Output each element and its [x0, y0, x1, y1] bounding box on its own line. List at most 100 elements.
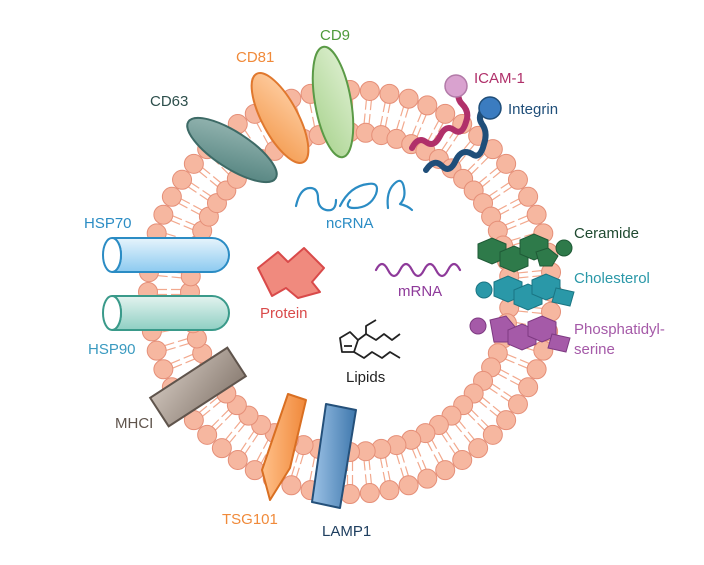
lipid-tail	[496, 368, 523, 387]
lipid-head-bead	[496, 153, 517, 174]
tsg101-protein	[261, 393, 307, 501]
cd81-label: CD81	[236, 49, 274, 66]
lipid-head-bead	[435, 460, 456, 481]
lipid-tail	[379, 101, 391, 128]
lipid-tail	[363, 458, 373, 486]
lipid-tail	[477, 396, 502, 418]
lipid-head-bead	[526, 359, 547, 380]
mrna-wave	[374, 262, 462, 278]
lipid-head-bead	[161, 186, 182, 207]
hsp70-label: HSP70	[84, 215, 132, 232]
lipid-head-bead	[153, 359, 174, 380]
lipid-tail	[411, 111, 428, 138]
lipid-head-bead	[359, 483, 380, 504]
cd63-protein	[186, 116, 278, 184]
lipid-tail	[177, 197, 204, 216]
lipid-tail	[496, 197, 523, 216]
lipid-tail	[516, 305, 544, 315]
lipid-tail	[255, 438, 274, 465]
ncrna-label: ncRNA	[326, 215, 374, 232]
protein-label: Protein	[260, 305, 308, 322]
lipid-head-bead	[468, 438, 489, 459]
lipid-tail	[395, 451, 410, 479]
lipid-tail	[454, 419, 476, 444]
lipid-tail	[426, 438, 445, 465]
cholesterol-molecule	[475, 273, 575, 311]
mhci-protein	[148, 346, 248, 428]
integrin-protein	[423, 96, 502, 173]
integrin-label: Integrin	[508, 101, 558, 118]
lipid-tail	[516, 269, 544, 279]
lipid-tail	[504, 214, 531, 231]
mhci-label: MHCI	[115, 415, 153, 432]
phosphatidylserine-label-line2: serine	[574, 341, 615, 358]
lipid-tail	[454, 140, 476, 165]
icam1-label: ICAM-1	[474, 70, 525, 87]
hsp70-protein	[102, 237, 230, 273]
cd81-protein	[250, 72, 310, 164]
lipid-tail	[224, 419, 246, 444]
phosphatidylserine-molecule	[469, 315, 571, 353]
protein-cargo-icon	[257, 247, 325, 299]
lipid-head-bead	[398, 88, 419, 109]
hsp90-protein	[102, 295, 230, 331]
lipid-head-bead	[227, 449, 248, 470]
lamp1-label: LAMP1	[322, 523, 371, 540]
lipid-head-bead	[172, 169, 193, 190]
lipid-head-bead	[183, 153, 204, 174]
lipid-head-bead	[417, 468, 438, 489]
lipid-head-bead	[435, 103, 456, 124]
lipid-tail	[198, 166, 223, 188]
lipid-tail	[198, 396, 223, 418]
tsg101-label: TSG101	[222, 511, 278, 528]
hsp90-label: HSP90	[88, 341, 136, 358]
lipid-head-bead	[518, 186, 539, 207]
ncrna-squiggle	[294, 179, 414, 212]
lipid-tail	[169, 214, 196, 231]
lipid-tail	[363, 98, 373, 126]
lipid-head-bead	[526, 204, 547, 225]
lipid-tail	[379, 456, 391, 483]
lipid-tail	[156, 288, 182, 296]
mrna-label: mRNA	[398, 283, 442, 300]
lipid-tail	[163, 337, 191, 352]
lipid-head-bead	[496, 410, 517, 431]
lipid-head-bead	[379, 83, 400, 104]
lipid-head-bead	[379, 480, 400, 501]
icam1-protein	[409, 74, 471, 151]
lipid-tail	[411, 446, 428, 473]
lipid-tail	[426, 119, 445, 146]
cholesterol-label: Cholesterol	[574, 270, 650, 287]
lipid-tail	[487, 382, 514, 403]
lipid-head-bead	[452, 449, 473, 470]
lipid-head-bead	[211, 438, 232, 459]
lipid-tail	[440, 128, 461, 155]
lipid-tail	[477, 166, 502, 188]
cd63-label: CD63	[150, 93, 188, 110]
lipid-tail	[466, 152, 490, 176]
lipid-tail	[466, 408, 490, 432]
lipid-tail	[395, 105, 410, 133]
lipid-tail	[169, 353, 196, 370]
lipid-head-bead	[146, 340, 167, 361]
ceramide-molecule	[477, 233, 573, 273]
lipid-tail	[346, 460, 354, 486]
lipid-tail	[186, 181, 213, 202]
lipids-label: Lipids	[346, 369, 385, 386]
lipid-head-bead	[197, 424, 218, 445]
lipid-tail	[290, 451, 305, 479]
lipid-tail	[239, 429, 260, 456]
lipid-tail	[210, 408, 234, 432]
lipids-structure-icon	[339, 319, 401, 359]
phosphatidylserine-label-line1: Phosphatidyl-	[574, 321, 665, 338]
cd9-protein	[311, 45, 355, 159]
lipid-head-bead	[518, 377, 539, 398]
lipid-tail	[487, 181, 514, 202]
lipid-tail	[440, 429, 461, 456]
lipid-head-bead	[398, 475, 419, 496]
lipid-head-bead	[417, 95, 438, 116]
lipid-tail	[504, 353, 531, 370]
cd9-label: CD9	[320, 27, 350, 44]
lamp1-protein	[311, 403, 357, 509]
